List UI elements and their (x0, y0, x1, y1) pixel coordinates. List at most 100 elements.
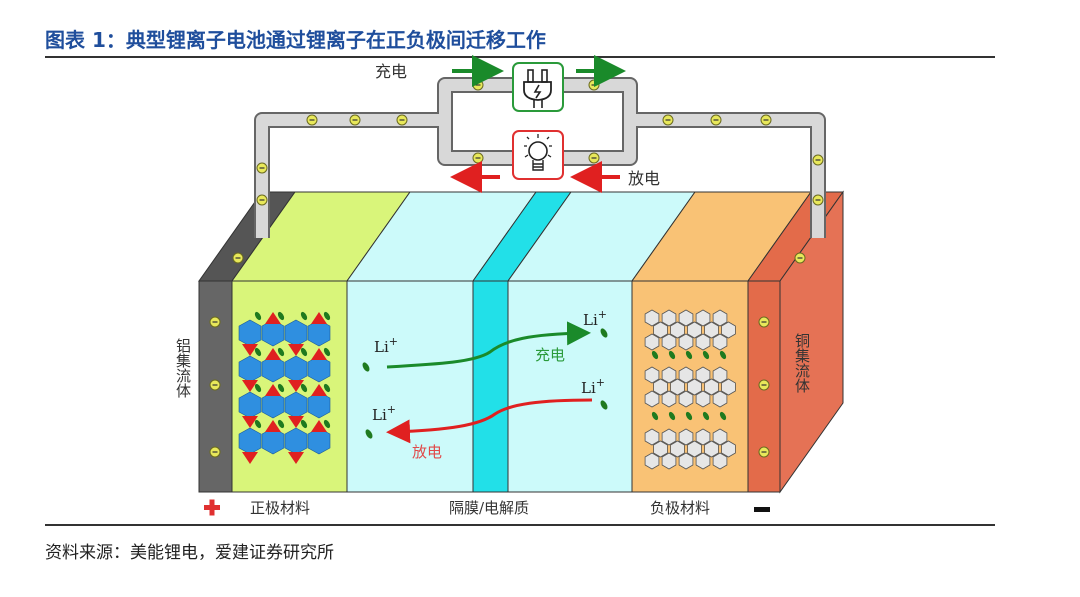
inner-discharge-label: 放电 (412, 443, 442, 461)
graphite-hexagon (695, 309, 711, 327)
anode-graphite-structure (644, 309, 736, 470)
lithium-ion-dot (277, 311, 285, 321)
cathode-octahedron (238, 319, 262, 347)
cathode-red-triangle (288, 452, 304, 464)
cathode-octahedron (238, 355, 262, 383)
cathode-octahedron (261, 355, 285, 383)
graphite-hexagon (712, 309, 728, 327)
figure-title: 图表 1：典型锂离子电池通过锂离子在正负极间迁移工作 (45, 28, 546, 52)
graphite-hexagon (644, 428, 660, 446)
electron-icon (256, 162, 268, 174)
graphite-hexagon (712, 333, 728, 351)
cathode-octahedron (261, 391, 285, 419)
lithium-ion-dot (668, 411, 676, 421)
top-rule (45, 56, 995, 58)
graphite-hexagon (695, 366, 711, 384)
lithium-ion-dot (685, 350, 693, 360)
graphite-hexagon (678, 309, 694, 327)
separator-layer (472, 280, 509, 493)
electron-icon (794, 252, 806, 264)
graphite-hexagon (687, 440, 702, 458)
graphite-hexagon (712, 428, 728, 446)
lithium-ion-dot (668, 350, 676, 360)
electron-icon (662, 114, 674, 126)
lithium-ion-dot (719, 350, 727, 360)
lithium-ion-dot (685, 411, 693, 421)
cathode-octahedron (284, 427, 308, 455)
cathode-octahedron (307, 427, 331, 455)
electron-icon (209, 446, 221, 458)
lithium-ion-dot (300, 347, 308, 357)
graphite-hexagon (661, 428, 677, 446)
cathode-octahedron (284, 319, 308, 347)
cathode-red-triangle (265, 384, 281, 396)
lithium-ion-dot (277, 383, 285, 393)
electron-icon (256, 194, 268, 206)
inner-charge-label: 充电 (535, 346, 565, 364)
electron-icon (588, 152, 600, 164)
graphite-hexagon (712, 452, 728, 470)
cathode-red-triangle (311, 420, 327, 432)
cathode-red-triangle (242, 380, 258, 392)
graphite-hexagon (704, 378, 719, 396)
graphite-hexagon (670, 440, 685, 458)
graphite-hexagon (678, 333, 694, 351)
lithium-ion-dot (323, 419, 331, 429)
lithium-ion-dot (651, 350, 659, 360)
lithium-ion-dot (719, 411, 727, 421)
graphite-hexagon (661, 452, 677, 470)
lithium-ion-dot (600, 400, 608, 410)
li-ion-label-3: Li+ (581, 376, 605, 397)
lithium-ion-dot (277, 347, 285, 357)
electron-icon (760, 114, 772, 126)
discharge-label: 放电 (628, 169, 660, 188)
cathode-red-triangle (311, 312, 327, 324)
graphite-hexagon (678, 366, 694, 384)
lithium-ion-dot (300, 383, 308, 393)
electron-icon (588, 79, 600, 91)
charge-label: 充电 (375, 62, 407, 81)
cathode-red-triangle (242, 452, 258, 464)
lithium-ion-dot (651, 411, 659, 421)
cathode-octahedron (307, 319, 331, 347)
cathode-crystal-structure (238, 311, 331, 464)
cathode-red-triangle (311, 348, 327, 360)
plug-icon (512, 62, 564, 112)
minus-terminal-icon (754, 507, 770, 512)
discharge-ion-path (386, 398, 593, 444)
svg-text:Li+: Li+ (374, 335, 398, 356)
graphite-hexagon (678, 428, 694, 446)
electron-icon (812, 194, 824, 206)
cathode-red-triangle (288, 416, 304, 428)
electron-icon (209, 379, 221, 391)
electrolyte-right (507, 280, 633, 493)
svg-text:Li+: Li+ (583, 308, 607, 329)
li-ion-label-2: Li+ (583, 308, 607, 329)
cathode-red-triangle (288, 380, 304, 392)
graphite-hexagon (687, 378, 702, 396)
electron-icon (349, 114, 361, 126)
lithium-ion-dot (277, 419, 285, 429)
graphite-hexagon (644, 309, 660, 327)
graphite-hexagon (661, 366, 677, 384)
separator-label: 隔膜/电解质 (449, 499, 529, 517)
graphite-hexagon (695, 428, 711, 446)
bottom-rule (45, 524, 995, 526)
graphite-hexagon (695, 390, 711, 408)
li-ion-label-1: Li+ (374, 335, 398, 356)
lithium-ion-dot (702, 350, 710, 360)
graphite-hexagon (670, 321, 685, 339)
graphite-hexagon (653, 321, 668, 339)
electron-icon (306, 114, 318, 126)
charge-ion-path (386, 321, 591, 369)
lithium-ion-dot (254, 419, 262, 429)
svg-text:Li+: Li+ (581, 376, 605, 397)
lithium-ion-dot (365, 429, 373, 439)
copper-collector-label: 铜集流体 (793, 333, 811, 393)
electron-icon (758, 446, 770, 458)
lithium-ion-dot (300, 311, 308, 321)
graphite-hexagon (704, 321, 719, 339)
graphite-hexagon (695, 452, 711, 470)
electron-icon (472, 152, 484, 164)
